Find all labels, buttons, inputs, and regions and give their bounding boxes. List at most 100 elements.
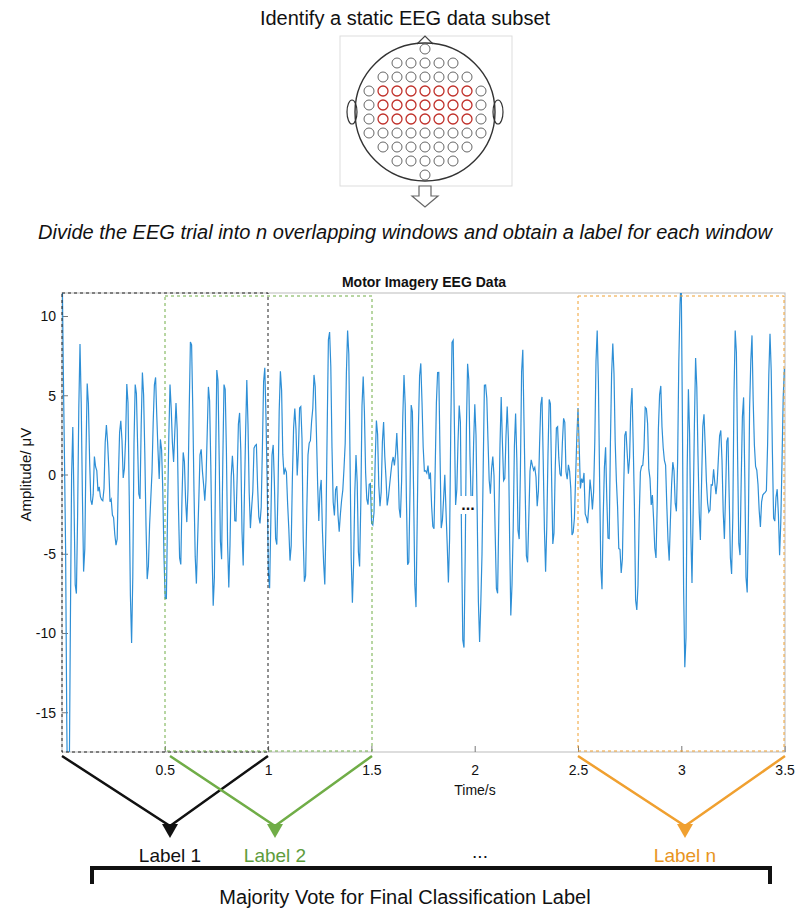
arrow-head <box>677 824 693 838</box>
electrode <box>420 142 430 152</box>
electrode <box>476 100 486 110</box>
tick <box>785 746 786 752</box>
electrode <box>434 86 444 96</box>
instruction-text: Divide the EEG trial into n overlapping … <box>25 221 785 244</box>
tick-label: 5 <box>48 388 56 404</box>
electrode <box>434 58 444 68</box>
electrode <box>392 86 402 96</box>
plot-frame <box>62 293 785 752</box>
electrode <box>420 128 430 138</box>
ellipsis: ... <box>472 841 488 863</box>
electrode <box>420 72 430 82</box>
electrode <box>392 156 402 166</box>
flow-arrow <box>412 186 438 207</box>
electrode <box>448 114 458 124</box>
electrode <box>420 156 430 166</box>
window-n <box>578 296 784 751</box>
window-arrow <box>578 756 785 826</box>
electrode <box>462 72 472 82</box>
axis-ticks <box>62 317 785 753</box>
electrode <box>476 128 486 138</box>
electrode <box>378 72 388 82</box>
electrode <box>448 86 458 96</box>
tick-label: 3 <box>678 762 686 778</box>
electrode <box>378 142 388 152</box>
electrode <box>434 142 444 152</box>
arrow-head <box>267 824 283 838</box>
electrode <box>434 72 444 82</box>
electrode <box>392 114 402 124</box>
tick-label: 1 <box>265 762 273 778</box>
electrode <box>420 100 430 110</box>
electrode <box>378 128 388 138</box>
electrode <box>434 156 444 166</box>
axis-title: Time/s <box>454 782 495 798</box>
electrode <box>420 170 430 180</box>
electrode <box>448 142 458 152</box>
electrode <box>392 128 402 138</box>
electrode <box>364 114 374 124</box>
ellipsis: ... <box>460 496 475 514</box>
electrode <box>406 100 416 110</box>
axis-title: Amplitude/ μV <box>17 428 34 522</box>
eeg-signal <box>62 293 784 752</box>
tick <box>62 395 68 396</box>
tick-label: 2.5 <box>569 762 588 778</box>
electrode <box>406 114 416 124</box>
tick-label: 10 <box>40 308 56 324</box>
electrode <box>420 58 430 68</box>
electrode <box>448 156 458 166</box>
window-2 <box>165 296 372 751</box>
electrode <box>434 114 444 124</box>
chart-title: Motor Imagery EEG Data <box>342 274 506 290</box>
window-arrow <box>62 756 268 826</box>
electrode <box>462 100 472 110</box>
tick <box>475 746 476 752</box>
electrode <box>434 100 444 110</box>
electrode <box>462 114 472 124</box>
electrode <box>448 72 458 82</box>
electrode <box>392 72 402 82</box>
arrow-head <box>162 824 178 838</box>
electrode <box>448 100 458 110</box>
bracket <box>92 868 770 884</box>
window-label: Label 2 <box>244 845 306 867</box>
tick-label: -15 <box>36 705 56 721</box>
electrode <box>420 86 430 96</box>
electrode <box>378 114 388 124</box>
electrode <box>448 128 458 138</box>
electrode <box>406 128 416 138</box>
electrode <box>406 142 416 152</box>
electrode <box>462 86 472 96</box>
electrode <box>434 128 444 138</box>
electrode <box>392 100 402 110</box>
electrode <box>406 72 416 82</box>
electrode <box>448 58 458 68</box>
tick-label: 0 <box>48 467 56 483</box>
tick <box>62 633 68 634</box>
electrode <box>406 156 416 166</box>
window-arrow <box>170 756 372 826</box>
tick-label: 3.5 <box>775 762 794 778</box>
window-label: Label n <box>654 845 716 867</box>
electrode <box>476 86 486 96</box>
electrode <box>364 128 374 138</box>
electrode <box>392 142 402 152</box>
tick-label: 0.5 <box>156 762 175 778</box>
heading: Identify a static EEG data subset <box>260 7 550 30</box>
tick-label: -10 <box>36 625 56 641</box>
electrode <box>420 114 430 124</box>
tick-label: 1.5 <box>362 762 381 778</box>
electrode <box>364 100 374 110</box>
tick-label: 2 <box>471 762 479 778</box>
electrode-map <box>340 36 512 186</box>
electrode <box>462 142 472 152</box>
electrode <box>406 58 416 68</box>
electrode <box>378 100 388 110</box>
window-label: Label 1 <box>139 845 201 867</box>
electrode <box>406 86 416 96</box>
electrode <box>364 86 374 96</box>
electrode <box>476 114 486 124</box>
tick-label: -5 <box>44 546 56 562</box>
